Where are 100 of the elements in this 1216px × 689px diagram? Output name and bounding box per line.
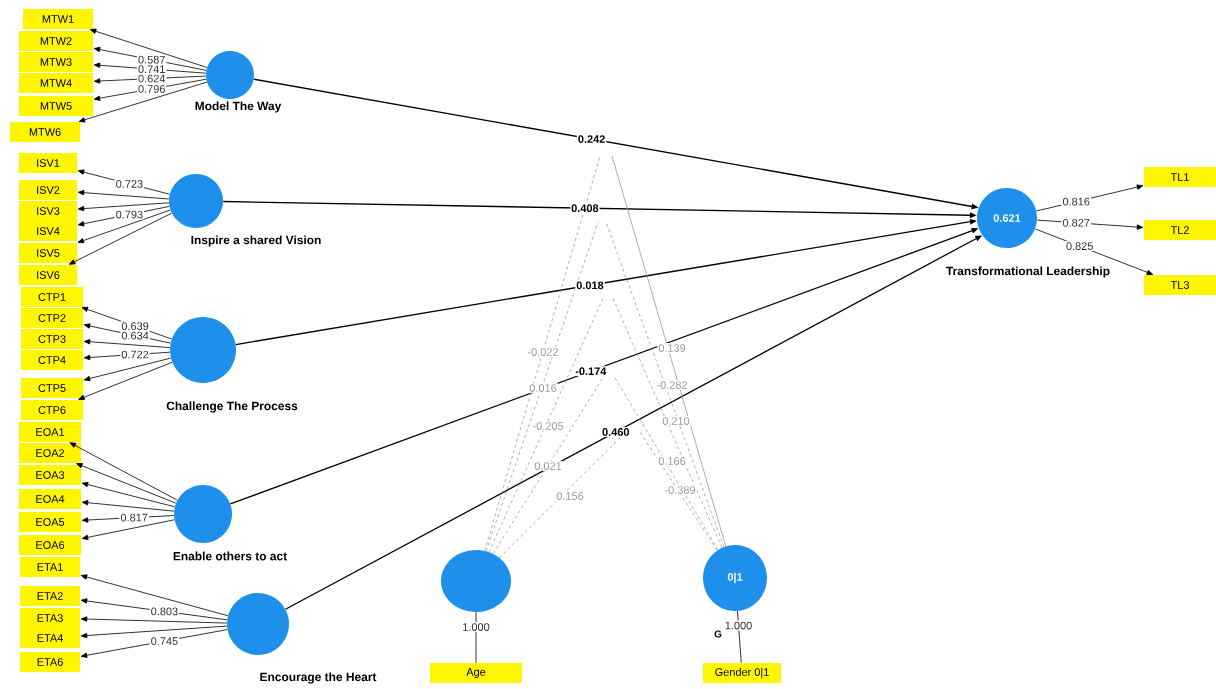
indicator-box: CTP2: [21, 308, 83, 328]
edge-label: 0.793: [114, 209, 145, 220]
dashed-line: [611, 295, 723, 549]
arrow: [68, 212, 173, 265]
arrow: [78, 81, 208, 123]
edge-label: 0.817: [119, 512, 149, 523]
arrow: [83, 339, 171, 348]
construct-label: Challenge The Process: [166, 401, 298, 413]
edge-label: 0.242: [576, 134, 607, 144]
indicator-box: EOA1: [19, 422, 81, 442]
edge-label: -0.174: [574, 366, 608, 377]
edge-label: 0.139: [657, 343, 687, 353]
edge-label: 0.016: [528, 383, 558, 393]
node-label: ETA3: [37, 614, 63, 622]
indicator-box: TL1: [1144, 167, 1216, 187]
edge-label: 0.745: [149, 636, 180, 646]
construct-label: Inspire a shared Vision: [191, 235, 321, 247]
indicator-box: CTP4: [21, 350, 83, 370]
construct-label: Model The Way: [195, 101, 282, 113]
indicator-box: EOA5: [19, 512, 81, 532]
edge-label: 0.408: [570, 203, 600, 214]
node-label: MTW4: [40, 79, 72, 87]
indicator-box: CTP1: [21, 287, 83, 307]
node-label: EOA1: [36, 428, 65, 436]
indicator-box: EOA2: [19, 443, 81, 463]
indicator-box: ETA2: [20, 586, 80, 606]
indicator-box: ISV1: [19, 153, 77, 173]
node-label: CTP6: [38, 406, 66, 414]
node-label: ISV3: [37, 207, 60, 215]
edge-label: 0.723: [114, 179, 145, 189]
label-text: G: [714, 630, 722, 638]
edge-label: 0.156: [555, 491, 585, 501]
node-label: ETA1: [37, 563, 63, 571]
dashed-line: [484, 155, 601, 552]
indicator-box: CTP3: [21, 329, 83, 349]
indicator-box: ISV3: [19, 201, 77, 221]
arrow: [89, 28, 208, 68]
node-label: EOA3: [36, 471, 65, 479]
indicator-box: ETA1: [20, 557, 80, 577]
node-label: CTP1: [38, 293, 66, 301]
indicator-box: MTW4: [19, 73, 93, 93]
indicator-box: ETA3: [20, 608, 80, 628]
node-label: MTW1: [42, 15, 74, 23]
edge-label: 0.741: [137, 64, 167, 75]
node-label: ISV6: [37, 271, 60, 279]
connector-line: [611, 155, 727, 547]
indicator-box: EOA4: [19, 489, 81, 509]
arrow: [81, 519, 175, 540]
indicator-box: CTP5: [21, 378, 83, 398]
arrow: [69, 442, 178, 501]
edge-label: -0.282: [655, 380, 689, 390]
node-label: EOA6: [36, 541, 65, 549]
arrow: [76, 463, 177, 504]
indicator-box: ETA6: [20, 652, 80, 672]
edge-label: 0.722: [120, 349, 150, 360]
indicator-box: ISV6: [19, 265, 77, 285]
edge-label: 0.587: [137, 54, 167, 65]
arrow: [83, 357, 172, 382]
node-label: MTW2: [40, 37, 72, 45]
edge-label: 0.803: [149, 606, 180, 617]
edge-label: 0.816: [1061, 196, 1091, 207]
node-label: MTW3: [40, 58, 72, 66]
edge-label: -0.205: [531, 421, 565, 431]
indicator-box: ISV2: [19, 180, 77, 200]
construct-label: Transformational Leadership: [946, 266, 1110, 278]
edge-label: -0.022: [526, 347, 560, 357]
node-label: ISV2: [37, 186, 60, 194]
node-label: CTP5: [38, 384, 66, 392]
arrow: [80, 625, 228, 639]
edge-label: 0.624: [137, 73, 167, 84]
indicator-box: ISV4: [19, 221, 77, 241]
indicator-box: Gender 0|1: [703, 663, 781, 683]
node-label: ETA4: [37, 634, 63, 642]
construct-circle: [441, 550, 511, 612]
edge-label: 0.460: [601, 427, 631, 437]
indicator-box: TL3: [1144, 275, 1216, 295]
indicator-box: MTW2: [19, 31, 93, 51]
indicator-box: MTW5: [19, 96, 93, 116]
construct-label: Enable others to act: [173, 551, 287, 561]
node-label: CTP2: [38, 314, 66, 322]
edge-label: 0.827: [1061, 217, 1091, 228]
node-label: EOA2: [36, 449, 65, 457]
arrow: [81, 481, 176, 508]
indicator-box: ETA4: [20, 628, 80, 648]
indicator-box: EOA6: [19, 535, 81, 555]
edge-label: 0.796: [137, 84, 167, 94]
edge-label: 1.000: [723, 620, 754, 631]
indicator-box: CTP6: [21, 400, 83, 420]
edge-label: 0.825: [1064, 241, 1095, 251]
indicator-box: MTW3: [19, 52, 93, 72]
edge-label: 0.021: [533, 461, 563, 471]
arrow: [78, 361, 173, 400]
edge-label: 0.634: [120, 330, 150, 341]
arrow: [77, 202, 170, 212]
dashed-line: [605, 221, 725, 548]
arrow: [80, 574, 229, 617]
connector-line: [475, 611, 477, 664]
arrow: [80, 616, 228, 624]
node-label: CTP4: [38, 356, 66, 364]
node-label: CTP3: [38, 335, 66, 343]
